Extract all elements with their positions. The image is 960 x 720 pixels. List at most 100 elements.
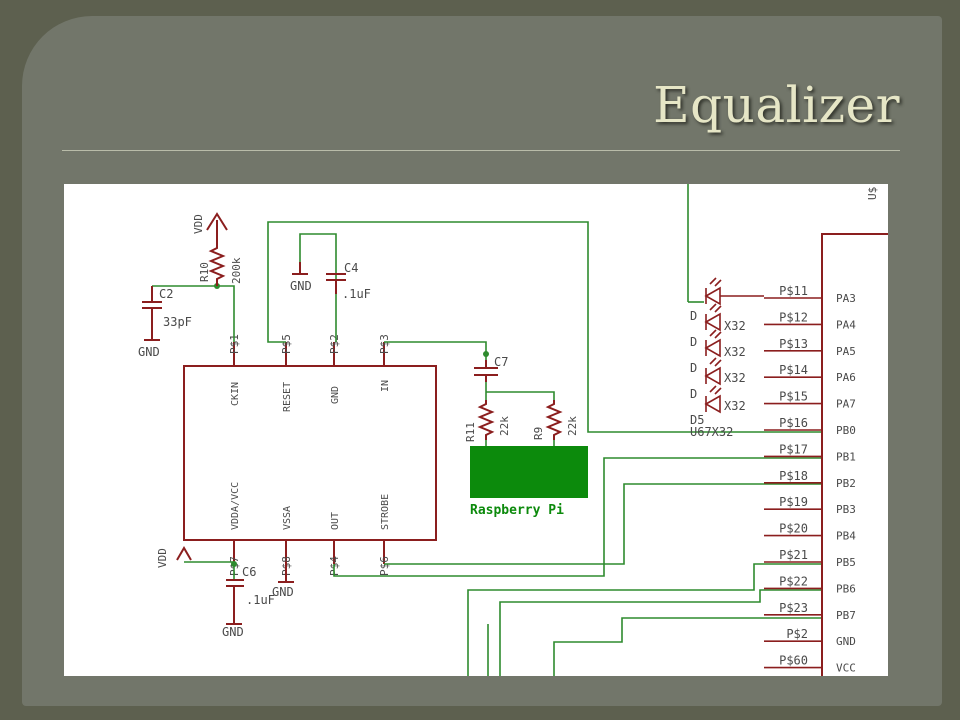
header-port-label: PA4 — [836, 318, 856, 331]
r11-value: 22k — [498, 416, 511, 436]
led-d3 — [704, 329, 722, 358]
led-label-4-suffix: X32 — [724, 371, 746, 385]
header-port-label: PB3 — [836, 503, 856, 516]
capacitor-c2 — [142, 286, 162, 341]
led-d5 — [704, 385, 722, 414]
led-label-3-suffix: X32 — [724, 345, 746, 359]
schematic-diagram: P$1 P$5 P$2 P$3 CKIN RESET GND IN VDDA/V… — [138, 184, 888, 676]
led-label-2-suffix: X32 — [724, 319, 746, 333]
led-label-5-suffix: X32 — [724, 399, 746, 413]
schematic-panel: P$1 P$5 P$2 P$3 CKIN RESET GND IN VDDA/V… — [64, 184, 888, 676]
c2-value: 33pF — [163, 315, 192, 329]
led-d1 — [704, 277, 764, 306]
c7-name: C7 — [494, 355, 508, 369]
header-port-label: PA6 — [836, 371, 856, 384]
header-pin-label: P$22 — [779, 574, 808, 588]
header-pin-label: P$23 — [779, 601, 808, 615]
header-pin-label: P$20 — [779, 522, 808, 536]
c4-name: C4 — [344, 261, 358, 275]
r9-name: R9 — [532, 427, 545, 440]
resistor-r10 — [208, 244, 226, 286]
ic-pin-p5: P$5 — [280, 334, 293, 354]
c6-name: C6 — [242, 565, 256, 579]
header-port-label: GND — [836, 635, 856, 648]
vdd-top-symbol — [206, 212, 228, 244]
header-pin-label: P$2 — [786, 627, 808, 641]
led-bottom-label: U67X32 — [690, 425, 733, 439]
wire-net — [152, 184, 822, 676]
c4-value: .1uF — [342, 287, 371, 301]
c6-value: .1uF — [246, 593, 275, 607]
header-pin-label: P$15 — [779, 390, 808, 404]
ic-label-reset: RESET — [282, 382, 293, 412]
ic-label-in: IN — [380, 380, 391, 392]
ic-label-vdda: VDDA/VCC — [230, 482, 241, 530]
header-port-label: PB2 — [836, 477, 856, 490]
led-d2 — [704, 303, 722, 332]
header-pin-label: P$18 — [779, 469, 808, 483]
ic-pin-p3: P$3 — [378, 334, 391, 354]
header-port-label: VCC — [836, 662, 856, 675]
header-ic-label: U$ — [866, 187, 879, 200]
raspberry-pi-block — [470, 446, 588, 498]
vdd-top-label: VDD — [192, 214, 205, 234]
junction-dots — [214, 283, 489, 567]
c2-gnd: GND — [138, 345, 160, 359]
ic-pin-p1: P$1 — [228, 334, 241, 354]
header-pin-label: P$12 — [779, 310, 808, 324]
header-ic-body — [821, 233, 888, 676]
header-port-label: PB6 — [836, 582, 856, 595]
p8-gnd: GND — [272, 585, 294, 599]
ic-label-strobe: STROBE — [380, 494, 391, 530]
r11-name: R11 — [464, 422, 477, 442]
ic-pin-p6: P$6 — [378, 556, 391, 576]
header-port-label: PA5 — [836, 345, 856, 358]
header-port-label: PB0 — [836, 424, 856, 437]
led-label-4-prefix: D — [690, 387, 697, 401]
header-port-label: PB4 — [836, 530, 856, 543]
capacitor-c4 — [292, 262, 346, 294]
header-pin-label: P$14 — [779, 363, 808, 377]
vdd-bottom-symbol — [176, 546, 192, 561]
ic-top-pin-leads — [233, 342, 385, 564]
r9-value: 22k — [566, 416, 579, 436]
header-port-label: PA3 — [836, 292, 856, 305]
header-pin-label: P$60 — [779, 654, 808, 668]
ic-pin-p2: P$2 — [328, 334, 341, 354]
resistor-r9 — [545, 400, 563, 440]
header-port-label: PB5 — [836, 556, 856, 569]
c4-gnd: GND — [290, 279, 312, 293]
led-label-3-prefix: D — [690, 361, 697, 375]
ic-label-gnd: GND — [330, 386, 341, 404]
header-port-label: PA7 — [836, 398, 856, 411]
ic-label-vssa: VSSA — [282, 506, 293, 530]
equalizer-ic-body — [183, 365, 437, 541]
header-pin-label: P$21 — [779, 548, 808, 562]
r10-value: 200k — [230, 257, 243, 284]
header-pin-label: P$11 — [779, 284, 808, 298]
c6-gnd: GND — [222, 625, 244, 639]
header-pin-label: P$13 — [779, 337, 808, 351]
header-port-label: PB1 — [836, 450, 856, 463]
header-pin-label: P$17 — [779, 442, 808, 456]
header-pin-list: P$11PA3P$12PA4P$13PA5P$14PA6P$15PA7P$16P… — [764, 284, 856, 675]
header-pin-label: P$19 — [779, 495, 808, 509]
header-port-label: PB7 — [836, 609, 856, 622]
resistor-r11 — [477, 400, 495, 440]
led-label-6-prefix: D5 — [690, 413, 704, 427]
capacitor-c7 — [474, 360, 498, 382]
r10-name: R10 — [198, 262, 211, 282]
c2-name: C2 — [159, 287, 173, 301]
led-label-2-prefix: D — [690, 335, 697, 349]
capacitor-c6 — [226, 579, 244, 625]
raspberry-pi-label: Raspberry Pi — [470, 503, 564, 518]
ic-label-ckin: CKIN — [230, 382, 241, 406]
led-label-1-prefix: D — [690, 309, 697, 323]
vdd-bottom-label: VDD — [156, 548, 169, 568]
slide-title: Equalizer — [653, 76, 900, 134]
led-array — [704, 277, 764, 414]
title-divider — [62, 150, 900, 151]
ic-label-out: OUT — [330, 512, 341, 530]
header-pin-label: P$16 — [779, 416, 808, 430]
led-d4 — [704, 357, 722, 386]
